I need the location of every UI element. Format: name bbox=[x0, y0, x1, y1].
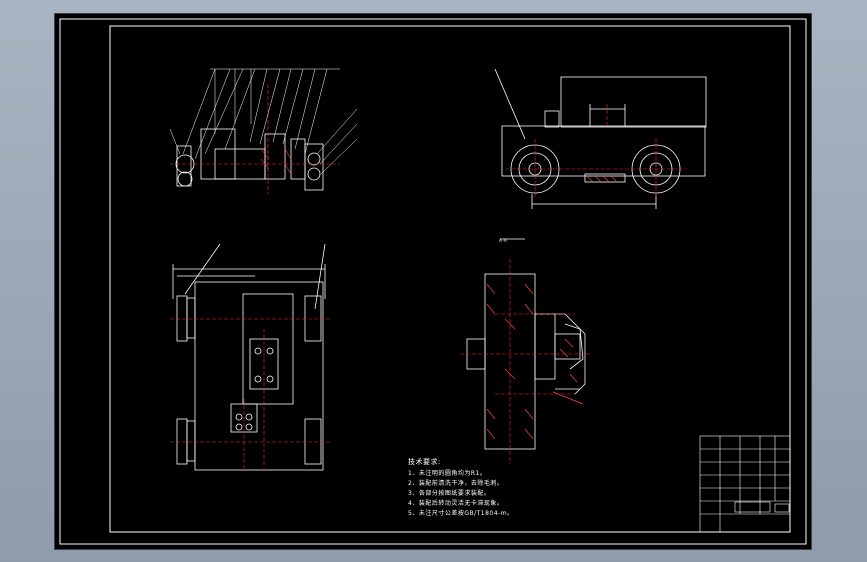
note-line: 5、未注尺寸公差按GB/T1804-m。 bbox=[408, 510, 514, 517]
front-view-centerlines bbox=[170, 84, 340, 194]
note-line: 3、各部分按图纸要求装配。 bbox=[408, 490, 491, 497]
note-line: 1、未注明的圆角均为R1。 bbox=[408, 470, 487, 477]
note-line: 4、装配后转动灵活无卡滞现象。 bbox=[408, 500, 504, 507]
top-view-centerlines bbox=[170, 318, 330, 469]
cad-drawing bbox=[59, 18, 807, 545]
front-view-hatch bbox=[260, 148, 292, 175]
outer-border bbox=[59, 18, 807, 545]
drawing-canvas[interactable]: A-A 技术要求: 1、未注明的圆角均为R1。 2、装配前清洗干净，去除毛刺。 … bbox=[55, 14, 811, 549]
side-view-centerlines bbox=[505, 104, 687, 199]
front-view bbox=[175, 128, 324, 191]
title-block bbox=[699, 435, 791, 533]
section-view bbox=[466, 238, 586, 450]
section-view-centerlines bbox=[460, 259, 590, 464]
top-view bbox=[172, 243, 326, 471]
side-view bbox=[494, 68, 707, 209]
notes-title: 技术要求: bbox=[408, 458, 441, 466]
inner-border bbox=[109, 25, 791, 533]
front-view-leaders bbox=[169, 68, 358, 175]
side-view-hatch bbox=[586, 175, 618, 183]
note-line: 2、装配前清洗干净，去除毛刺。 bbox=[408, 480, 504, 487]
section-label: A-A bbox=[499, 238, 508, 243]
